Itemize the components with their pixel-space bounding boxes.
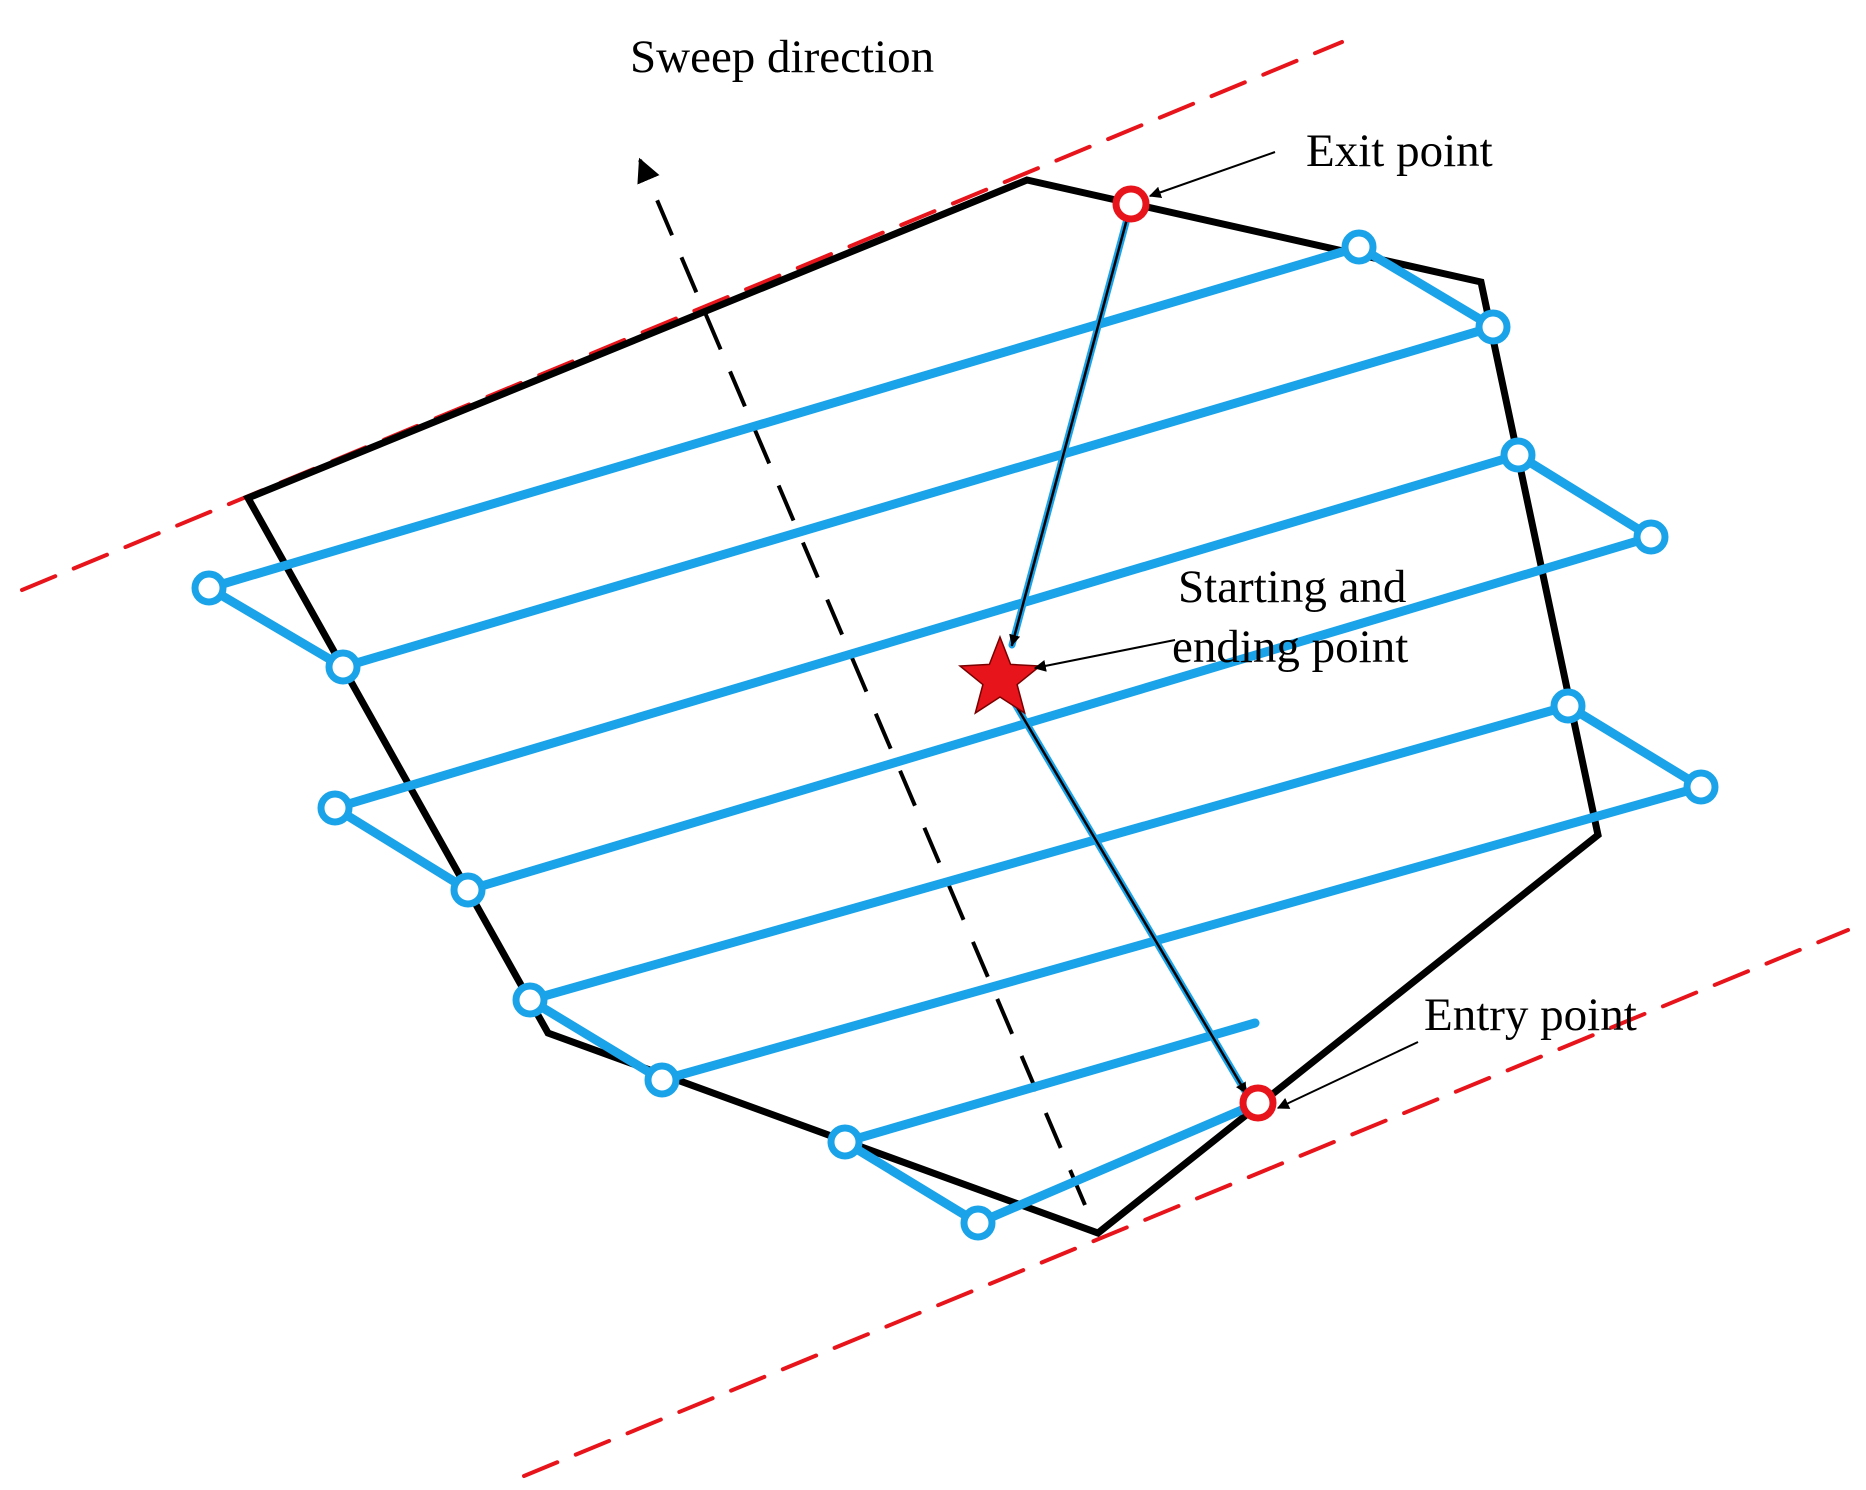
- sweep-pass: [338, 322, 1498, 672]
- start-end-pointer: [1033, 639, 1176, 672]
- start-end-label-line1: Starting and: [1178, 561, 1406, 613]
- start-end-label-line2: ending point: [1172, 621, 1408, 673]
- transit-exit-to-start: [1009, 202, 1133, 647]
- waypoint: [1550, 688, 1586, 724]
- sweep-turn: [525, 995, 667, 1085]
- waypoint: [325, 649, 361, 685]
- waypoint: [1500, 437, 1536, 473]
- waypoint: [1475, 309, 1511, 345]
- sweep-turn: [1513, 450, 1656, 542]
- start-end-star-marker: [958, 634, 1042, 715]
- sweep-pass: [463, 532, 1656, 895]
- waypoint: [317, 790, 353, 826]
- exit-point-pointer: [1148, 151, 1276, 199]
- sweep-turn: [1563, 701, 1706, 792]
- waypoint: [512, 982, 548, 1018]
- sweep-pass: [204, 242, 1364, 593]
- sweep-pass: [973, 1098, 1263, 1228]
- sweep-pass: [525, 701, 1573, 1005]
- exit-point-marker: [1112, 185, 1150, 223]
- sweep-pass: [840, 1018, 1260, 1147]
- upper-support-line: [20, 40, 1344, 592]
- waypoint: [827, 1124, 863, 1160]
- sweep-pass: [330, 450, 1523, 813]
- waypoint: [644, 1062, 680, 1098]
- transit-start-to-entry: [1000, 680, 1248, 1095]
- waypoint: [191, 570, 227, 606]
- entry-point-pointer: [1276, 1041, 1419, 1109]
- transit-path: [998, 200, 1250, 1097]
- entry-point-marker: [1239, 1084, 1277, 1122]
- sweep-turn: [1354, 242, 1498, 332]
- waypoint: [1683, 769, 1719, 805]
- sweep-direction-label: Sweep direction: [630, 31, 934, 83]
- waypoint: [450, 872, 486, 908]
- sweep-pass: [657, 782, 1706, 1085]
- waypoint: [1633, 519, 1669, 555]
- waypoint: [960, 1205, 996, 1241]
- entry-point-label: Entry point: [1424, 989, 1637, 1041]
- sweep-path: [204, 242, 1706, 1228]
- exit-point-label: Exit point: [1306, 125, 1493, 177]
- waypoint: [1341, 229, 1377, 265]
- sweep-turn: [204, 583, 348, 672]
- sweep-turn: [840, 1137, 983, 1228]
- lower-support-line: [522, 928, 1850, 1478]
- sweep-direction-arrow: [637, 157, 1087, 1206]
- waypoints: [191, 229, 1719, 1241]
- sweep-turn: [330, 803, 473, 895]
- area-boundary: [243, 176, 1602, 1237]
